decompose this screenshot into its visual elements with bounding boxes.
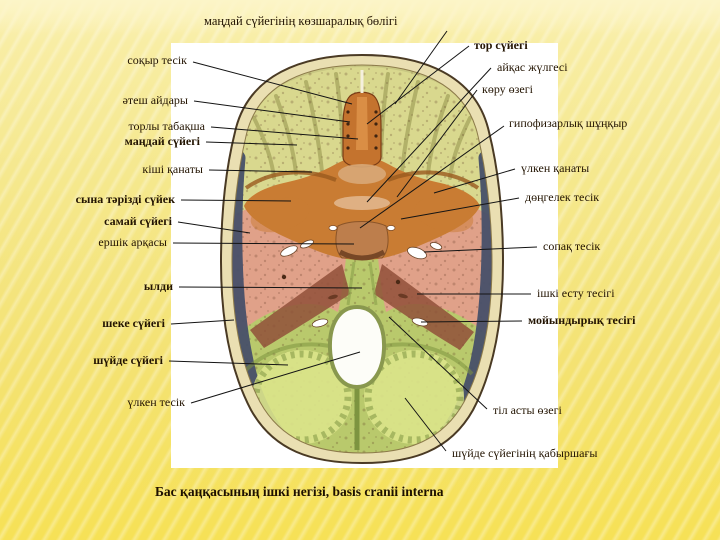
label-chiasmatic-sulcus: айқас жүлгесі bbox=[497, 60, 568, 74]
label-foramen-ovale: сопақ тесік bbox=[543, 239, 601, 253]
slide-caption: Бас қаңқасының ішкі негізі, basis cranii… bbox=[155, 484, 444, 499]
label-ethmoid-bone: тор сүйегі bbox=[474, 38, 528, 52]
label-cribriform-plate: торлы табақша bbox=[128, 119, 205, 133]
label-frontal-bone: маңдай сүйегі bbox=[124, 134, 200, 148]
label-occipital-squama: шүйде сүйегінің қабыршағы bbox=[452, 446, 598, 460]
label-orbital-part-of-frontal-bone: маңдай сүйегінің көзшаралық бөлігі bbox=[204, 14, 398, 28]
label-greater-wing: үлкен қанаты bbox=[521, 161, 590, 175]
label-jugular-foramen: мойындырық тесігі bbox=[528, 313, 636, 327]
label-temporal-bone: самай сүйегі bbox=[104, 214, 172, 228]
label-clivus: ылди bbox=[143, 279, 173, 293]
label-sphenoid-bone: сына тәрізді сүйек bbox=[75, 192, 175, 206]
label-foramen-magnum: үлкен тесік bbox=[127, 395, 185, 409]
label-lesser-wing: кіші қанаты bbox=[142, 162, 203, 176]
label-optic-canal: көру өзегі bbox=[482, 82, 533, 96]
label-foramen-cecum: соқыр тесік bbox=[127, 53, 187, 67]
label-hypophyseal-fossa: гипофизарлық шұңқыр bbox=[509, 116, 628, 130]
label-parietal-bone: шеке сүйегі bbox=[102, 316, 165, 330]
label-crista-galli: әтеш айдары bbox=[122, 93, 188, 107]
label-internal-acoustic-meatus: ішкі есту тесігі bbox=[537, 286, 615, 300]
label-occipital-bone: шүйде сүйегі bbox=[93, 353, 163, 367]
label-foramen-rotundum: дөңгелек тесік bbox=[525, 190, 600, 204]
label-hypoglossal-canal: тіл асты өзегі bbox=[493, 403, 562, 417]
label-dorsum-sellae: ершік арқасы bbox=[98, 235, 167, 249]
